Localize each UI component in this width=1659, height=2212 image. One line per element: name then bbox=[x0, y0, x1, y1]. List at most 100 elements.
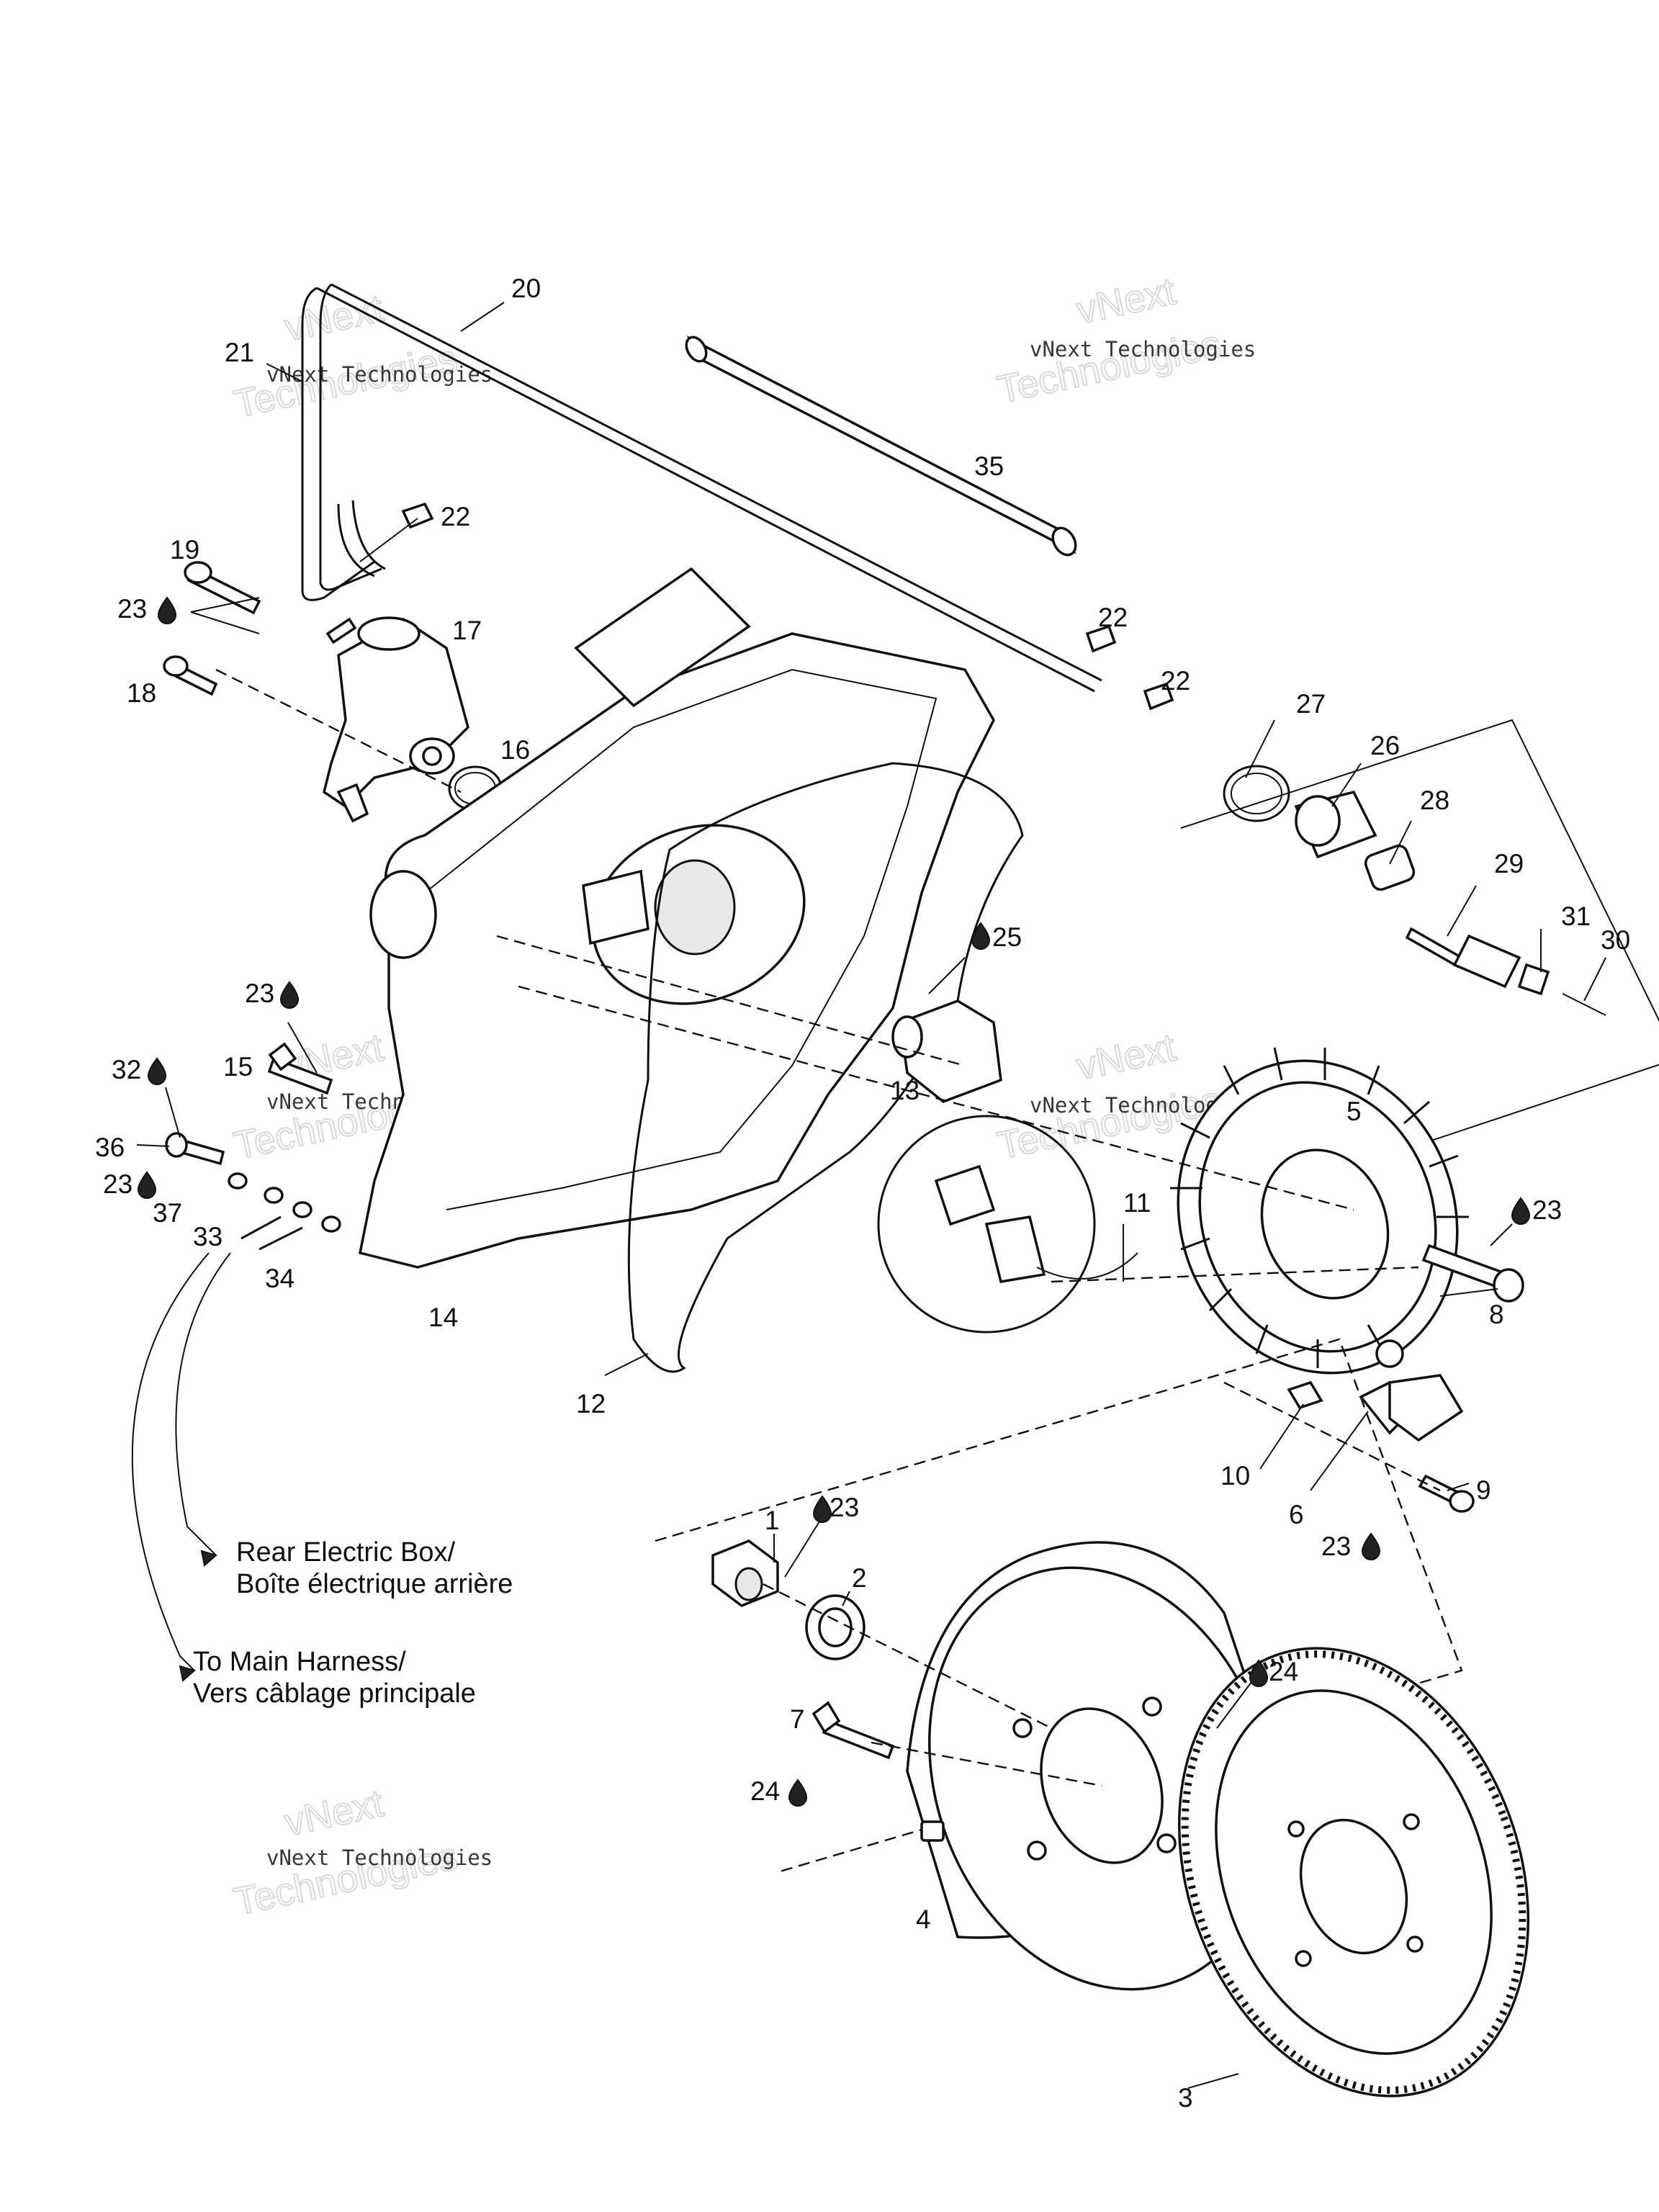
callout-25: 25 bbox=[992, 922, 1022, 952]
callout-13: 13 bbox=[890, 1076, 920, 1105]
clamp-22-c bbox=[1143, 682, 1174, 711]
callout-3: 3 bbox=[1178, 2083, 1193, 2113]
callout-22: 22 bbox=[441, 502, 470, 531]
note-rear-box-en: Rear Electric Box/ bbox=[236, 1537, 456, 1568]
ring-gear-3 bbox=[1177, 1647, 1530, 2098]
wires-34 bbox=[240, 1215, 303, 1251]
svg-text:vNext: vNext bbox=[1073, 1025, 1179, 1088]
callout-33: 33 bbox=[193, 1222, 222, 1251]
washers-37-33 bbox=[228, 1172, 341, 1233]
screw-18 bbox=[163, 655, 218, 696]
callout-9: 9 bbox=[1476, 1475, 1491, 1505]
svg-text:vNext: vNext bbox=[281, 1781, 387, 1844]
callout-11: 11 bbox=[1123, 1188, 1151, 1218]
callout-23: 23 bbox=[245, 979, 274, 1008]
clamp-22-a bbox=[401, 502, 434, 529]
svg-text:Technologies: Technologies bbox=[994, 323, 1225, 412]
drop-icon bbox=[137, 1171, 157, 1199]
callout-22: 22 bbox=[1161, 666, 1190, 696]
bolt-7 bbox=[811, 1701, 895, 1760]
callout-30: 30 bbox=[1601, 925, 1630, 955]
rod-35 bbox=[685, 335, 1077, 557]
nut-1 bbox=[711, 1539, 779, 1607]
sensor-6 bbox=[1359, 1339, 1464, 1442]
washer-2 bbox=[805, 1594, 866, 1660]
callout-23: 23 bbox=[1321, 1532, 1351, 1561]
callout-17: 17 bbox=[452, 616, 482, 645]
callout-5: 5 bbox=[1346, 1097, 1362, 1126]
svg-text:vNext Technologies: vNext Technologies bbox=[1030, 337, 1256, 361]
routing-notes: Rear Electric Box/ Boîte électrique arri… bbox=[193, 1537, 513, 1709]
callout-23: 23 bbox=[103, 1169, 132, 1199]
callout-12: 12 bbox=[576, 1389, 606, 1419]
assembly-lines bbox=[215, 668, 1441, 1787]
drop-icon bbox=[157, 596, 177, 624]
drop-icon bbox=[147, 1057, 167, 1085]
callout-22: 22 bbox=[1098, 603, 1128, 632]
svg-text:vNext Technologies: vNext Technologies bbox=[266, 362, 493, 387]
screw-9 bbox=[1418, 1474, 1475, 1513]
drop-icon bbox=[1249, 1659, 1269, 1687]
callout-18: 18 bbox=[127, 678, 156, 708]
callout-29: 29 bbox=[1494, 849, 1524, 878]
callout-1: 1 bbox=[765, 1506, 780, 1535]
callout-16: 16 bbox=[500, 735, 530, 765]
callout-4: 4 bbox=[916, 1905, 931, 1934]
pin-30 bbox=[1562, 993, 1606, 1016]
clamp-22-b bbox=[1085, 624, 1117, 653]
loctite-drop-icons bbox=[137, 596, 1531, 1807]
ring-27 bbox=[1223, 765, 1290, 822]
callout-36: 36 bbox=[95, 1133, 125, 1162]
callout-numbers: 20 21 22 19 23 17 18 35 22 22 16 27 26 2… bbox=[95, 274, 1630, 2113]
callout-24: 24 bbox=[750, 1776, 780, 1806]
callout-24: 24 bbox=[1269, 1657, 1298, 1686]
callout-32: 32 bbox=[112, 1055, 141, 1084]
wire-29 bbox=[1405, 927, 1464, 968]
magneto-cover-14 bbox=[358, 567, 995, 1269]
callout-10: 10 bbox=[1220, 1461, 1250, 1491]
callout-23: 23 bbox=[1532, 1195, 1562, 1225]
callout-21: 21 bbox=[225, 338, 254, 367]
terminal-31 bbox=[1517, 963, 1550, 996]
callout-34: 34 bbox=[265, 1264, 295, 1293]
callout-8: 8 bbox=[1489, 1300, 1504, 1329]
gasket-12 bbox=[627, 762, 1024, 1373]
callout-19: 19 bbox=[170, 535, 199, 565]
seal-28 bbox=[1364, 844, 1416, 891]
stator-5 bbox=[1170, 1047, 1469, 1375]
drop-icon bbox=[788, 1779, 808, 1807]
drop-icon bbox=[279, 981, 300, 1009]
callout-37: 37 bbox=[153, 1198, 182, 1228]
note-rear-box-fr: Boîte électrique arrière bbox=[236, 1569, 513, 1599]
callout-2: 2 bbox=[852, 1563, 867, 1593]
note-main-harness-en: To Main Harness/ bbox=[193, 1647, 406, 1677]
detail-circle-11 bbox=[877, 1115, 1138, 1334]
callout-28: 28 bbox=[1420, 786, 1449, 815]
hose-20-21 bbox=[301, 283, 1102, 693]
callout-31: 31 bbox=[1561, 902, 1591, 931]
callout-35: 35 bbox=[974, 451, 1004, 481]
bolt-10 bbox=[1287, 1380, 1323, 1410]
screw-36 bbox=[165, 1132, 225, 1166]
callout-27: 27 bbox=[1296, 689, 1326, 719]
watermark-top-left: vNext Technologies vNext Technologies bbox=[230, 286, 493, 426]
callout-23: 23 bbox=[830, 1493, 859, 1522]
screw-8 bbox=[1421, 1244, 1524, 1303]
drop-icon bbox=[1511, 1197, 1531, 1225]
leader-lines bbox=[131, 302, 1606, 2089]
svg-text:vNext: vNext bbox=[1073, 269, 1179, 332]
callout-7: 7 bbox=[790, 1704, 805, 1734]
callout-20: 20 bbox=[511, 274, 541, 303]
oil-pump-17 bbox=[323, 616, 469, 823]
note-main-harness-fr: Vers câblage principale bbox=[193, 1678, 476, 1709]
callout-15: 15 bbox=[223, 1052, 253, 1082]
watermark-bottom-left: vNext Technologies vNext Technologies bbox=[230, 1781, 493, 1924]
svg-text:vNext Technologies: vNext Technologies bbox=[266, 1845, 493, 1870]
drop-icon bbox=[812, 1495, 832, 1523]
watermark-top-right: vNext Technologies vNext Technologies bbox=[993, 269, 1256, 412]
drop-icon bbox=[1361, 1532, 1381, 1560]
callout-14: 14 bbox=[428, 1303, 458, 1332]
callout-23: 23 bbox=[117, 594, 147, 624]
drop-icon bbox=[971, 922, 991, 950]
